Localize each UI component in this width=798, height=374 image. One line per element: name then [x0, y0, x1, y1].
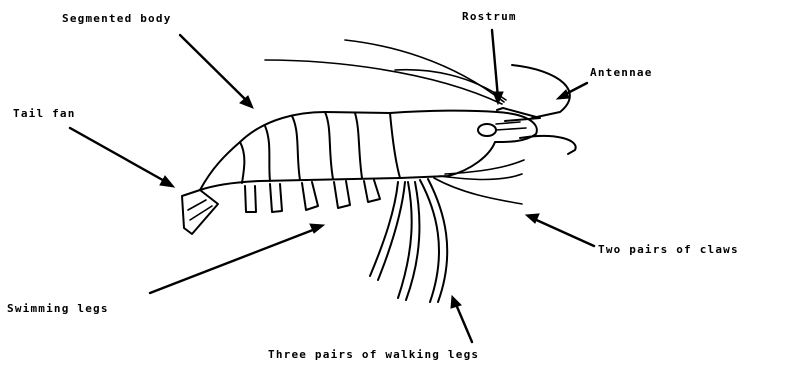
arrow-tail-fan — [70, 128, 174, 187]
arrow-swimming-legs — [150, 224, 324, 293]
arrow-segmented-body — [180, 35, 253, 108]
segment-4 — [265, 126, 270, 181]
antenna-hook-upper — [512, 65, 570, 118]
segment-5 — [240, 142, 244, 183]
shrimp-illustration — [182, 40, 576, 302]
tail-fan — [182, 190, 218, 234]
swimming-leg-2 — [270, 184, 282, 212]
body-dorsal-line — [240, 112, 390, 142]
eye-stalk — [496, 128, 526, 130]
arrow-antennae — [557, 83, 587, 99]
label-antennae: Antennae — [590, 66, 653, 79]
antenna-1 — [265, 60, 502, 104]
label-rostrum: Rostrum — [462, 10, 517, 23]
eye — [478, 124, 496, 136]
segment-2 — [325, 112, 333, 179]
arrow-walking-legs — [451, 296, 472, 342]
swimming-leg-3 — [302, 182, 318, 210]
arrow-two-pairs-of-claws — [526, 214, 594, 246]
swimming-leg-1 — [245, 186, 256, 212]
swimming-leg-4 — [334, 181, 350, 208]
walking-leg-2 — [398, 182, 412, 298]
segment-3 — [292, 116, 300, 180]
label-two-pairs-of-claws: Two pairs of claws — [598, 243, 739, 256]
label-three-pairs-of-walking-legs: Three pairs of walking legs — [268, 348, 479, 361]
label-tail-fan: Tail fan — [13, 107, 76, 120]
segment-1 — [355, 113, 362, 178]
claw-2 — [434, 178, 522, 204]
swimming-leg-5 — [364, 180, 380, 202]
label-swimming-legs: Swimming legs — [7, 302, 109, 315]
label-segmented-body: Segmented body — [62, 12, 172, 25]
